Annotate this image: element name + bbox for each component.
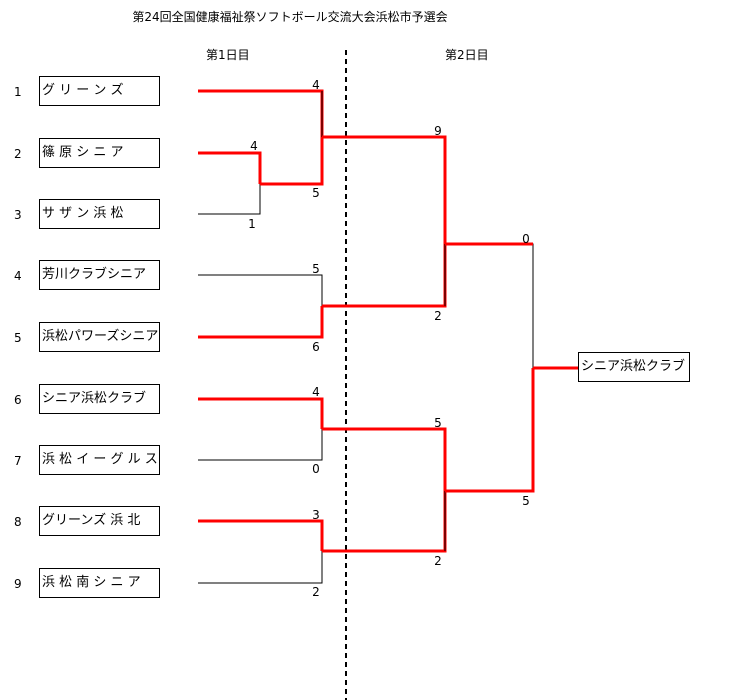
team-box: シニア浜松クラブ [39,384,160,414]
seed-number: 8 [14,515,22,529]
score-label: 2 [312,585,320,599]
seed-number: 3 [14,208,22,222]
score-label: 1 [248,217,256,231]
line-team9-r1 [198,551,323,584]
team-box: グ リ ー ン ズ [39,76,160,106]
seed-number: 2 [14,147,22,161]
team-box: 篠 原 シ ニ ア [39,138,160,168]
line-semi-top [445,243,534,368]
line-semi-bottom [445,368,535,493]
score-label: 6 [312,340,320,354]
score-label: 5 [434,416,442,430]
team-box: サ ザ ン 浜 松 [39,199,160,229]
champion-box: シニア浜松クラブ [578,352,690,382]
line-r2-pair89 [322,491,447,553]
line-team8-r1 [198,519,324,551]
score-label: 9 [434,124,442,138]
team-box: 浜松パワーズシニア [39,322,160,352]
line-winner23-r1 [260,137,324,186]
score-label: 0 [312,462,320,476]
team-box: 芳川クラブシニア [39,260,160,290]
team-box: グリーンズ 浜 北 [39,506,160,536]
line-team1-r1 [198,89,324,137]
page-title: 第24回全国健康福祉祭ソフトボール交流大会浜松市予選会 [132,10,448,24]
line-team7-r1 [198,429,323,461]
day2-header: 第2日目 [445,48,489,62]
score-label: 2 [434,309,442,323]
team-box: 浜 松 イ ー グ ル ス [39,445,160,475]
line-team3-r0 [198,184,261,215]
team-box: 浜 松 南 シ ニ ア [39,568,160,598]
score-label: 4 [250,139,258,153]
seed-number: 1 [14,85,22,99]
score-label: 5 [312,262,320,276]
score-label: 5 [522,494,530,508]
score-label: 5 [312,186,320,200]
seed-number: 5 [14,331,22,345]
line-team2-r0 [198,151,262,184]
line-team6-r1 [198,397,324,429]
score-label: 0 [522,232,530,246]
seed-number: 6 [14,393,22,407]
seed-number: 9 [14,577,22,591]
line-team5-r1 [198,306,324,339]
seed-number: 7 [14,454,22,468]
score-label: 2 [434,554,442,568]
line-r2-pair45 [322,244,447,308]
line-team4-r1 [198,274,323,306]
day1-header: 第1日目 [206,48,250,62]
score-label: 3 [312,508,320,522]
score-label: 4 [312,78,320,92]
line-r2-pair67 [322,427,447,491]
line-r2-top [322,135,447,244]
seed-number: 4 [14,269,22,283]
score-label: 4 [312,385,320,399]
